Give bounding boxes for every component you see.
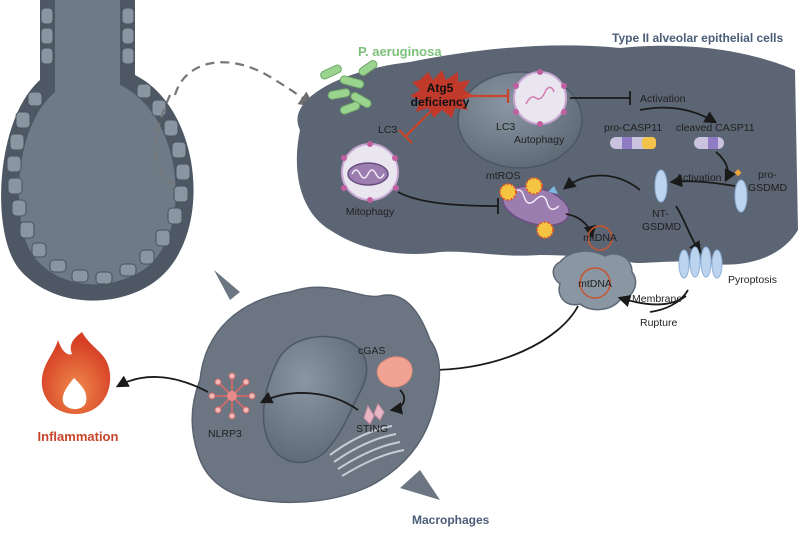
pathogen-label: P. aeruginosa: [358, 44, 442, 59]
pyroptosis-label: Pyroptosis: [728, 274, 777, 286]
inflammation-label: Inflammation: [38, 429, 119, 444]
pore-to-membrane-arrow: [649, 289, 689, 313]
nlrp3-label: NLRP3: [208, 428, 242, 440]
lc3-center-label: LC3: [496, 121, 515, 133]
activation-top-label: Activation: [640, 93, 686, 105]
macrophage-nucleus: [262, 335, 368, 464]
activation-to-gsdmd-arrow: [669, 174, 736, 188]
cell-type-title: Type II alveolar epithelial cells: [612, 31, 784, 45]
macrophages-label: Macrophages: [412, 513, 490, 527]
pro-gsdmd-fragment: [734, 169, 742, 177]
cgas-protein: [376, 356, 413, 388]
membrane-label: Membrane: [632, 293, 682, 305]
nlrp3-to-inflammation-arrow: [115, 375, 209, 393]
sting-protein: [363, 402, 385, 425]
mtdna-released-circle: [579, 267, 611, 299]
lc3-left-label: LC3: [378, 124, 397, 136]
er-stack: [329, 425, 405, 477]
nt-gsdmd-label-line1: NT-: [652, 208, 669, 220]
cleaved-casp11-label: cleaved CASP11: [676, 122, 755, 134]
pro-gsdmd-label-line1: pro-: [758, 169, 777, 181]
cgas-to-sting-arrow: [389, 389, 406, 415]
nlrp3-inflammasome: [208, 372, 256, 420]
sting-label: STING: [356, 423, 388, 435]
cleaved-casp11-capsule: [694, 137, 724, 149]
pro-gsdmd-capsule: [734, 179, 748, 213]
pseudomonas-bacteria: [320, 60, 378, 115]
mtros-label: mtROS: [486, 170, 520, 182]
rupture-label: Rupture: [640, 317, 678, 329]
nt-gsdmd-capsule: [654, 169, 668, 203]
mtdna-inner-label: mtDNA: [583, 232, 617, 244]
nt-gsdmd-label-line2: GSDMD: [642, 221, 682, 233]
atg5-label-line2: deficiency: [411, 95, 470, 109]
alveolus: [1, 0, 194, 301]
ros-bursts: [499, 177, 554, 239]
mtdna-inner-circle: [587, 225, 613, 251]
sting-to-nlrp3-arrow: [259, 391, 359, 411]
autophagy-autophagosome: [513, 69, 567, 127]
debris-to-macrophage-arrow: [417, 305, 579, 377]
cgas-label: cGAS: [358, 345, 385, 357]
mitophagy-autophagosome: [341, 141, 399, 203]
mito-to-mtdna-arrow: [565, 213, 597, 239]
nt-gsdmd-to-mito-arrow: [563, 174, 641, 191]
atg5-deficiency-burst: [410, 70, 474, 118]
pro-casp11-capsule: [610, 137, 656, 149]
gsdmd-pore: [678, 246, 723, 279]
atg5-label-line1: Atg5: [427, 81, 454, 95]
autophagy-label: Autophagy: [514, 134, 565, 146]
activation-top-arrow: [639, 106, 718, 124]
mitophagy-inhibition: [397, 191, 499, 214]
casp11-to-activation-arrow: [715, 151, 737, 183]
membrane-rupture-arrow: [617, 294, 687, 307]
pro-casp11-label: pro-CASP11: [604, 122, 662, 134]
atg5-inhibition-lines: [398, 89, 510, 144]
mtdna-released-label: mtDNA: [578, 278, 612, 290]
pro-gsdmd-label-line2: GSDMD: [748, 182, 788, 194]
autophagy-inhibit-activation: [570, 91, 631, 105]
mitophagy-label: Mitophagy: [346, 206, 395, 218]
dashed-migration-arrow: [173, 61, 315, 107]
flame-icon: [41, 332, 111, 414]
